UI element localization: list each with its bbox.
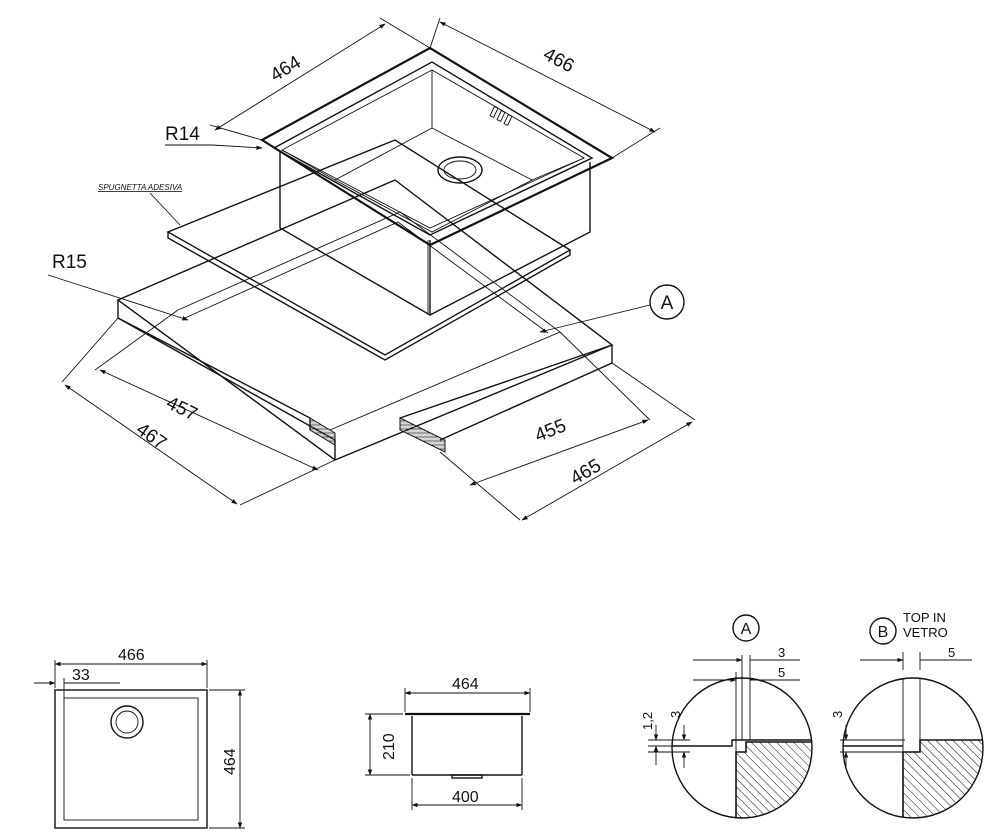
- dim-base-outer-left: 467: [132, 419, 170, 454]
- radius-upper-label: R14: [165, 124, 200, 145]
- detail-a-dim-inner: 3: [778, 645, 785, 660]
- detail-b-title-line1: TOP IN: [903, 610, 946, 625]
- detail-b-dim-outer: 5: [948, 645, 955, 660]
- detail-a-callout: A: [539, 284, 685, 333]
- detail-a-label: A: [741, 621, 752, 638]
- plan-width: 466: [118, 647, 145, 664]
- section-height: 210: [381, 733, 398, 760]
- radius-lower-label: R15: [52, 252, 87, 273]
- plan-offset: 33: [72, 667, 90, 684]
- section-view: 464 400 210: [365, 676, 531, 810]
- svg-text:A: A: [661, 293, 674, 314]
- detail-a-dim-step: 3: [668, 711, 683, 718]
- dim-base-inner-right: 455: [532, 415, 569, 446]
- adhesive-note: SPUGNETTA ADESIVA: [98, 183, 182, 192]
- section-bottom-width: 400: [452, 789, 479, 806]
- detail-a-dim-outer: 5: [778, 665, 785, 680]
- section-top-width: 464: [452, 676, 479, 693]
- adhesive-gasket: [166, 139, 572, 361]
- detail-b-title-line2: VETRO: [903, 625, 948, 640]
- detail-a: A 3 5 1,2 3: [640, 614, 813, 819]
- detail-a-dim-flange: 1,2: [640, 712, 655, 730]
- detail-b-label: B: [878, 624, 889, 641]
- detail-b: B TOP IN VETRO 5 3: [830, 610, 984, 819]
- dim-top-right: 466: [540, 44, 578, 77]
- isometric-view: 464 466 R14 SPUGNETTA ADESIVA R15 A 457 …: [47, 17, 696, 521]
- dim-base-outer-right: 465: [567, 455, 605, 489]
- plan-view: 466 33 464: [34, 647, 245, 829]
- sink-bowl: [279, 70, 591, 317]
- dim-base-inner-left: 457: [163, 393, 201, 426]
- plan-depth: 464: [222, 748, 239, 775]
- detail-b-dim-step: 3: [830, 711, 845, 718]
- dim-top-left: 464: [267, 52, 305, 87]
